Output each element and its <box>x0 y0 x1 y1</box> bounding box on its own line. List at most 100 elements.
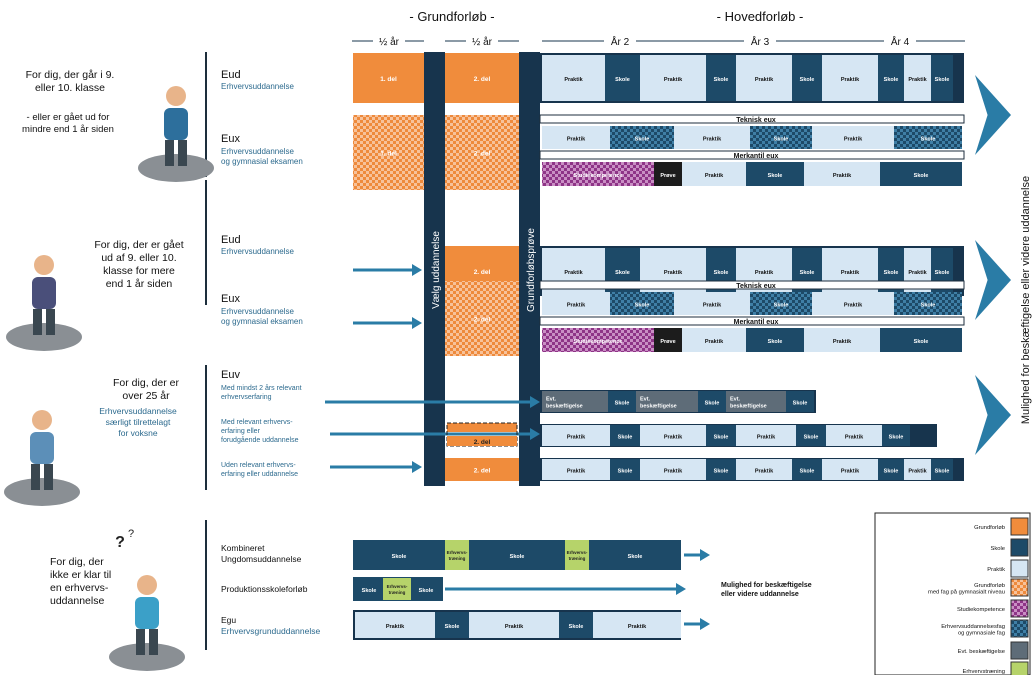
euv-row-3: erfaring eller uddannelse <box>221 471 298 478</box>
kuu-row-0-label: Skole <box>392 554 407 560</box>
kuu-label: Kombineret <box>221 543 265 553</box>
egu-row-1 <box>435 612 469 638</box>
persona-woman-head <box>34 255 54 275</box>
header-grundforlob: - Grundforløb - <box>409 9 494 24</box>
eux2-tek-3-label: Skole <box>774 303 789 309</box>
euv-row-1: Med mindst 2 års relevant <box>221 384 302 392</box>
eud-sub: Erhvervsuddannelse <box>221 82 294 91</box>
euv2-row-2-label: Praktik <box>664 435 683 441</box>
legend-label-studie: Studiekompetence <box>957 607 1005 613</box>
arrow-eud2-head <box>412 264 422 276</box>
grundforlobsprove-bar <box>519 52 540 486</box>
kuu-row-0 <box>353 540 445 570</box>
persona-text-4: en erhvervs- <box>50 582 109 594</box>
year-label: ½ år <box>472 36 493 48</box>
eux1-del2-label: 2. del <box>474 151 491 158</box>
persona-student-body <box>164 108 188 140</box>
legend-label-ervtraening: Erhvervstræning <box>962 669 1005 675</box>
euv3-row-4-label: Praktik <box>755 469 774 475</box>
euv2-row-1-label: Skole <box>618 435 633 441</box>
persona-text-4: ikke er klar til <box>50 569 111 581</box>
persona-text-4: uddannelse <box>50 595 104 607</box>
header-hovedforlob: - Hovedforløb - <box>717 9 804 24</box>
legend-label-skole: Skole <box>990 546 1005 552</box>
eud2-row-9-label: Skole <box>935 270 950 276</box>
euv-row-2: forudgående uddannelse <box>221 436 299 444</box>
year-label: År 3 <box>751 35 770 48</box>
eux1-merk-band <box>539 150 965 160</box>
prod-row-1 <box>383 578 411 600</box>
merkantil-eux-label: Merkantil eux <box>734 319 779 326</box>
eux1-merk-3-label: Skole <box>768 173 783 179</box>
eud1-del1 <box>353 53 424 103</box>
euv2-row-6 <box>826 425 882 446</box>
eud1-row-1 <box>605 55 640 101</box>
eux1-tek-4 <box>812 126 894 149</box>
eux1-merk-5-label: Skole <box>914 173 929 179</box>
legend-label-evt: Evt. beskæftigelse <box>958 649 1005 655</box>
eud2-row-1-label: Skole <box>615 270 630 276</box>
eux2-tek-3 <box>750 292 812 315</box>
year-label: År 2 <box>611 35 630 48</box>
eux2-tek-1 <box>610 292 674 315</box>
eux1-tek-3 <box>750 126 812 149</box>
eux1-tek-4-label: Praktik <box>844 137 863 143</box>
euv3-row-9 <box>931 459 953 480</box>
eux-title: Eux <box>221 293 240 305</box>
eud2-row-6-label: Praktik <box>841 270 860 276</box>
euv3-row-6 <box>822 459 878 480</box>
eux1-merk-5 <box>880 162 962 186</box>
arrow-kuu-head <box>700 549 710 561</box>
eux1-merk-4-label: Praktik <box>833 173 852 179</box>
euv1-row-evt2: beskæftigelse <box>640 404 677 410</box>
euv2-row-6-label: Praktik <box>845 435 864 441</box>
euv3-row-7 <box>878 459 904 480</box>
euv1-row-5 <box>786 391 814 412</box>
euv2-row-3-label: Skole <box>714 435 729 441</box>
euv1-row-1 <box>608 391 636 412</box>
persona-text-2: klasse for mere <box>103 265 175 277</box>
eud2-row-8-label: Praktik <box>908 270 927 276</box>
persona-student-head <box>166 86 186 106</box>
eux1-merk-2 <box>682 162 746 186</box>
eud1-row-0 <box>542 55 605 101</box>
legend-box <box>874 512 1031 675</box>
eux1-del1-label: 1. del <box>380 151 397 158</box>
persona-text-3: For dig, der er <box>113 377 179 389</box>
mulighed-label: Mulighed for beskæftigelse <box>721 582 812 589</box>
legend-swatch-grund <box>1010 517 1029 536</box>
persona-note-3: særligt tilrettelagt <box>106 417 171 427</box>
egu-row-1-label: Skole <box>445 624 460 630</box>
eud1-row-4-label: Praktik <box>755 77 774 83</box>
euv2-row-7-label: Skole <box>889 435 904 441</box>
eud1-row-5-label: Skole <box>800 77 815 83</box>
eux-sub: og gymnasial eksamen <box>221 317 303 326</box>
eux2-tek-0 <box>542 292 610 315</box>
legend-swatch-studie <box>1010 599 1029 618</box>
merkantil-eux-label: Merkantil eux <box>734 153 779 160</box>
year-bg <box>744 33 776 45</box>
kuu-row-et: Erhvervs- <box>567 550 588 555</box>
produktion-label: Produktionsskoleforløb <box>221 584 308 594</box>
eux2-tek-0-label: Praktik <box>567 303 586 309</box>
eux1-merk-2-label: Praktik <box>705 173 724 179</box>
euv3-row-3-label: Skole <box>714 469 729 475</box>
eud1-row-2 <box>640 55 706 101</box>
euv2-row-1 <box>610 425 640 446</box>
eux1-del2 <box>445 115 519 190</box>
eud-sub: Erhvervsuddannelse <box>221 247 294 256</box>
eux1-merk-0-label: Studiekompetence <box>574 173 623 179</box>
eux1-tek-2 <box>674 126 750 149</box>
eux1-tek-2-label: Praktik <box>703 137 722 143</box>
legend-label-ervgym: Erhvervsuddannelsesfag <box>941 624 1005 630</box>
euv3-row-0 <box>542 459 610 480</box>
eux2-merk-5-label: Skole <box>914 339 929 345</box>
eud2-del2-label: 2. del <box>474 269 491 276</box>
year-bg <box>466 33 498 45</box>
persona-text-4: For dig, der <box>50 556 104 568</box>
eux-title: Eux <box>221 133 240 145</box>
eud1-row-7-label: Skole <box>884 77 899 83</box>
persona-student-leg2 <box>178 140 187 166</box>
eux1-merk-1-label: Prøve <box>660 173 675 179</box>
